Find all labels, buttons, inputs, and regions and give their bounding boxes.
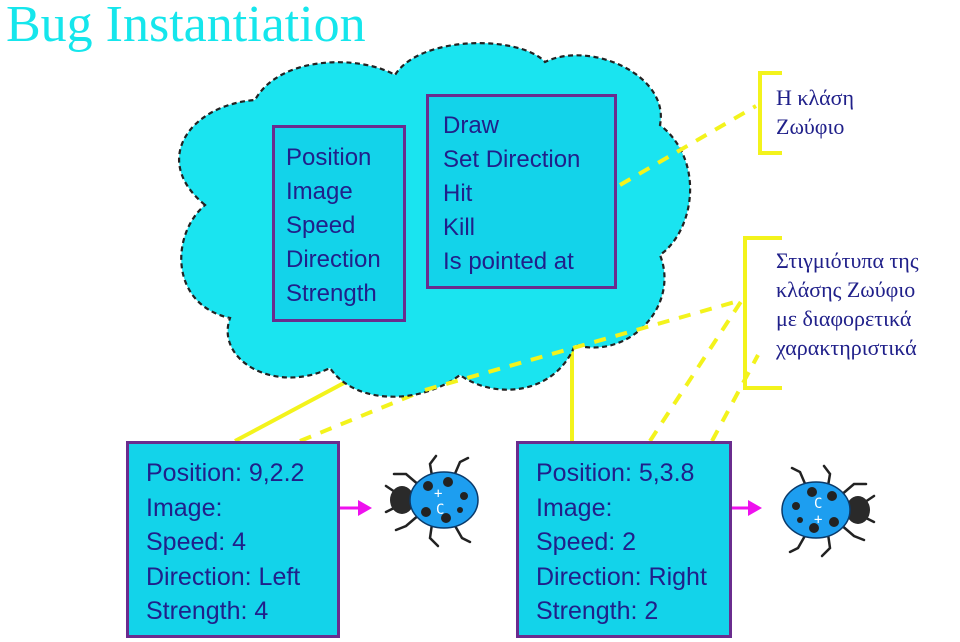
method-draw: Draw (443, 112, 500, 139)
instance-strength: Strength: 2 (536, 597, 659, 625)
attributes-box: Position Image Speed Direction Strength (272, 125, 406, 322)
instance-image: Image: (536, 493, 613, 522)
attribute-image: Image (286, 178, 353, 205)
instances-label-line: με διαφορετικά (776, 306, 912, 331)
attribute-direction: Direction (286, 246, 381, 273)
instances-label: Στιγμιότυπα της κλάσης Ζωύφιο με διαφορε… (776, 246, 919, 362)
instance-image: Image: (146, 493, 223, 522)
instances-label-line: Στιγμιότυπα της (776, 248, 919, 273)
instance-position: Position: 9,2.2 (146, 459, 305, 487)
ladybug-icon-right: C + (781, 464, 876, 558)
instance-direction: Direction: Left (146, 562, 301, 591)
svg-text:+: + (434, 486, 442, 502)
svg-text:C: C (814, 496, 822, 512)
instance-speed: Speed: 2 (536, 528, 637, 556)
instances-label-line: κλάσης Ζωύφιο (776, 277, 916, 302)
dashed-connector-right-instance (648, 298, 744, 443)
svg-text:C: C (436, 502, 444, 518)
attribute-position: Position (286, 144, 372, 171)
page-title: Bug Instantiation (6, 0, 366, 53)
class-label-bracket (758, 71, 782, 155)
class-label: Η κλάση Ζωύφιο (776, 83, 854, 141)
method-is-pointed-at: Is pointed at (443, 248, 574, 275)
image-arrow-right-head (748, 500, 762, 516)
dashed-connector-class-label (618, 104, 758, 187)
dashed-connector-right-instance-2 (710, 354, 760, 442)
image-arrow-left-head (358, 500, 372, 516)
methods-box: Draw Set Direction Hit Kill Is pointed a… (426, 94, 617, 289)
attribute-strength: Strength (286, 280, 377, 307)
instances-label-bracket (743, 236, 782, 390)
instance-position: Position: 5,3.8 (536, 459, 695, 487)
attribute-speed: Speed (286, 212, 356, 239)
method-kill: Kill (443, 214, 476, 241)
ladybug-icon-left: + C (384, 454, 479, 548)
instance-box-left: Position: 9,2.2 Image: Speed: 4 Directio… (126, 441, 340, 638)
class-label-line: Η κλάση (776, 85, 855, 110)
dashed-connector-instances-label (424, 298, 743, 392)
instance-box-right: Position: 5,3.8 Image: Speed: 2 Directio… (516, 441, 732, 638)
class-label-line: Ζωύφιο (776, 114, 845, 139)
method-hit: Hit (443, 180, 473, 207)
method-set-direction: Set Direction (443, 146, 581, 173)
svg-text:+: + (814, 512, 822, 528)
dashed-connector-left (299, 388, 426, 443)
instance-direction: Direction: Right (536, 562, 707, 591)
instance-strength: Strength: 4 (146, 597, 269, 625)
instance-speed: Speed: 4 (146, 528, 247, 556)
instances-label-line: χαρακτηριστικά (776, 335, 917, 360)
